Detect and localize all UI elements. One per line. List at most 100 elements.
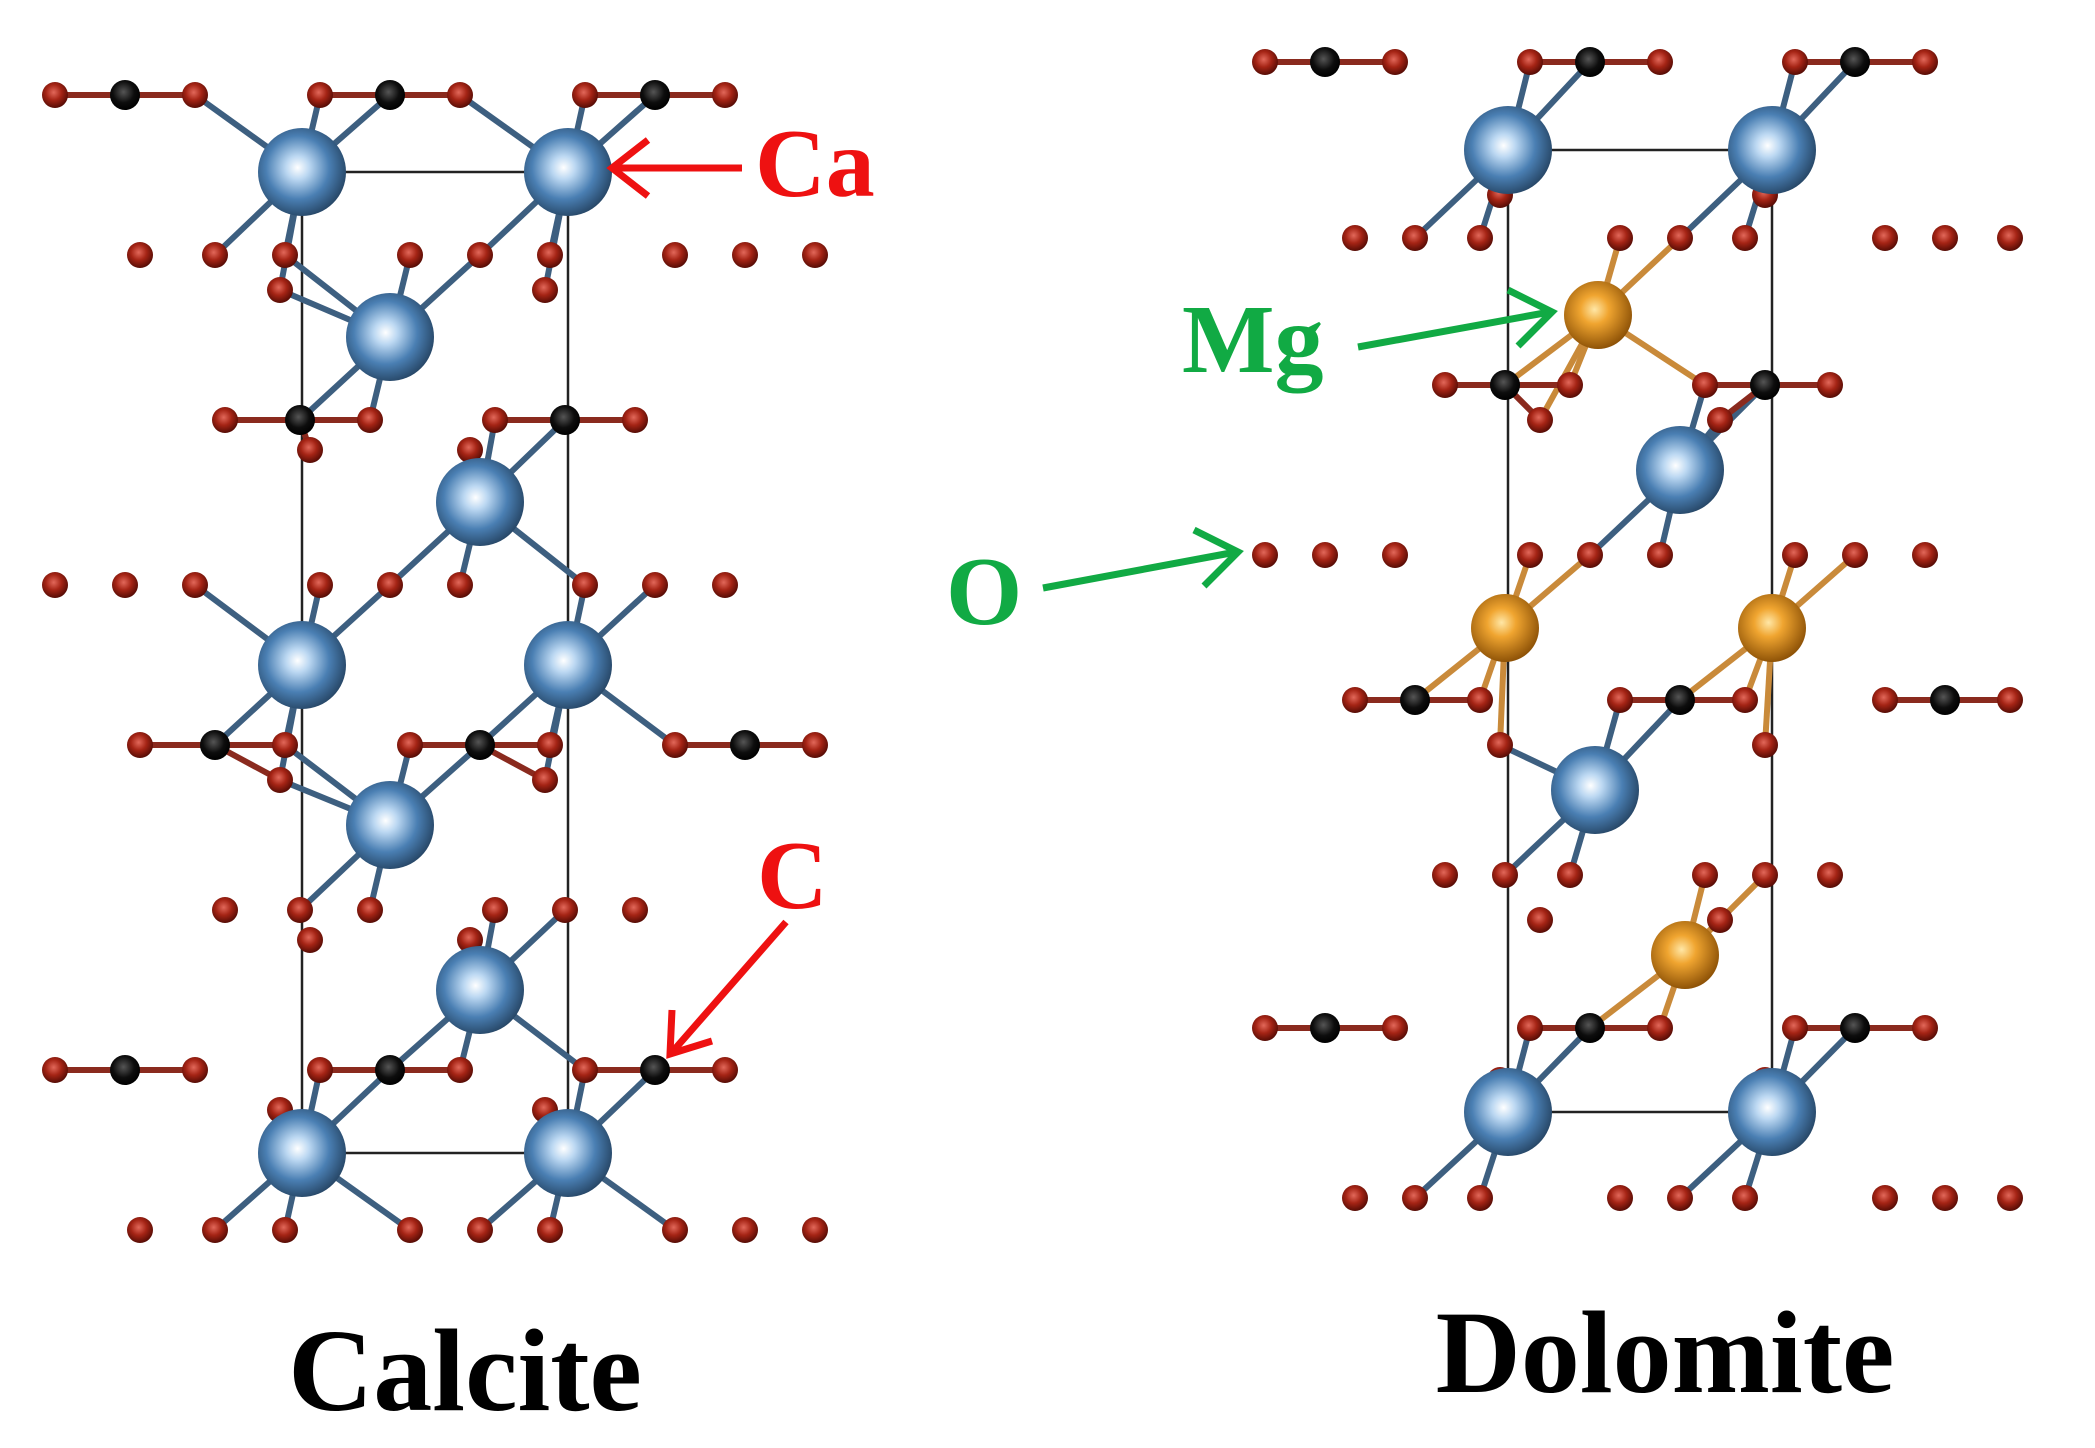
oxygen-atom — [297, 927, 323, 953]
oxygen-atom — [112, 572, 138, 598]
oxygen-atom — [127, 242, 153, 268]
calcite-title: Calcite — [288, 1305, 642, 1436]
ca-pointer-arrow — [606, 137, 742, 199]
oxygen-atom — [182, 1057, 208, 1083]
oxygen-atom — [1692, 862, 1718, 888]
oxygen-atom — [1432, 862, 1458, 888]
calcite-atoms — [42, 80, 828, 1243]
oxygen-atom — [712, 82, 738, 108]
calcite-structure — [42, 80, 828, 1243]
oxygen-atom — [1402, 1185, 1428, 1211]
oxygen-atom — [1252, 49, 1278, 75]
oxygen-atom — [307, 1057, 333, 1083]
calcium-atom — [436, 458, 524, 546]
oxygen-atom — [1517, 542, 1543, 568]
calcium-atom — [1728, 1068, 1816, 1156]
oxygen-atom — [1557, 862, 1583, 888]
oxygen-atom — [552, 897, 578, 923]
oxygen-atom — [267, 277, 293, 303]
oxygen-atom — [1252, 542, 1278, 568]
oxygen-atom — [1752, 732, 1778, 758]
carbon-atom — [730, 730, 760, 760]
oxygen-atom — [732, 1217, 758, 1243]
carbon-atom — [1575, 1013, 1605, 1043]
calcium-atom — [1464, 106, 1552, 194]
oxygen-atom — [662, 732, 688, 758]
oxygen-atom — [1342, 225, 1368, 251]
oxygen-atom — [572, 572, 598, 598]
calcium-atom — [1728, 106, 1816, 194]
oxygen-atom — [1312, 542, 1338, 568]
oxygen-atom — [712, 572, 738, 598]
carbon-atom — [110, 1055, 140, 1085]
oxygen-atom — [1382, 542, 1408, 568]
carbon-atom — [1575, 47, 1605, 77]
dolomite-structure — [1252, 47, 2023, 1211]
oxygen-atom — [572, 82, 598, 108]
oxygen-atom — [1492, 862, 1518, 888]
oxygen-atom — [1912, 542, 1938, 568]
oxygen-atom — [1402, 225, 1428, 251]
oxygen-atom — [1707, 407, 1733, 433]
carbon-atom — [640, 80, 670, 110]
oxygen-atom — [537, 1217, 563, 1243]
oxygen-atom — [397, 242, 423, 268]
carbon-atom — [1310, 1013, 1340, 1043]
oxygen-atom — [1692, 372, 1718, 398]
oxygen-atom — [572, 1057, 598, 1083]
calcium-atom — [258, 128, 346, 216]
oxygen-atom — [202, 1217, 228, 1243]
oxygen-atom — [642, 572, 668, 598]
oxygen-atom — [467, 1217, 493, 1243]
carbon-atom — [465, 730, 495, 760]
oxygen-atom — [127, 732, 153, 758]
oxygen-atom — [307, 82, 333, 108]
dolomite-unit-cell — [1506, 148, 1774, 1114]
oxygen-atom — [1732, 1185, 1758, 1211]
calcium-atom — [1464, 1068, 1552, 1156]
calcium-atom — [258, 1109, 346, 1197]
oxygen-atom — [307, 572, 333, 598]
oxygen-atom — [272, 1217, 298, 1243]
oxygen-atom — [1707, 907, 1733, 933]
carbon-atom — [550, 405, 580, 435]
magnesium-atom — [1738, 594, 1806, 662]
oxygen-atom — [532, 277, 558, 303]
oxygen-atom — [537, 732, 563, 758]
oxygen-atom — [1607, 225, 1633, 251]
dolomite-title: Dolomite — [1436, 1287, 1895, 1418]
carbon-atom — [1930, 685, 1960, 715]
oxygen-atom — [1647, 542, 1673, 568]
oxygen-atom — [1647, 49, 1673, 75]
carbon-atom — [1750, 370, 1780, 400]
oxygen-atom — [182, 572, 208, 598]
oxygen-atom — [212, 897, 238, 923]
oxygen-atom — [532, 767, 558, 793]
carbon-atom — [110, 80, 140, 110]
oxygen-atom — [1932, 225, 1958, 251]
oxygen-atom — [1997, 687, 2023, 713]
oxygen-atom — [272, 732, 298, 758]
o-label: O — [946, 538, 1022, 646]
oxygen-atom — [42, 1057, 68, 1083]
oxygen-atom — [1577, 542, 1603, 568]
oxygen-atom — [1912, 1015, 1938, 1041]
oxygen-atom — [1842, 542, 1868, 568]
o-pointer-arrow — [1042, 526, 1244, 592]
calcium-atom — [436, 946, 524, 1034]
magnesium-atom — [1651, 921, 1719, 989]
oxygen-atom — [202, 242, 228, 268]
oxygen-atom — [1872, 225, 1898, 251]
oxygen-atom — [712, 1057, 738, 1083]
carbon-atom — [1400, 685, 1430, 715]
oxygen-atom — [1782, 49, 1808, 75]
oxygen-atom — [397, 1217, 423, 1243]
calcium-atom — [524, 621, 612, 709]
carbon-atom — [1310, 47, 1340, 77]
oxygen-atom — [267, 767, 293, 793]
oxygen-atom — [1817, 862, 1843, 888]
oxygen-atom — [662, 242, 688, 268]
oxygen-atom — [1782, 542, 1808, 568]
oxygen-atom — [1467, 1185, 1493, 1211]
magnesium-atom — [1471, 594, 1539, 662]
